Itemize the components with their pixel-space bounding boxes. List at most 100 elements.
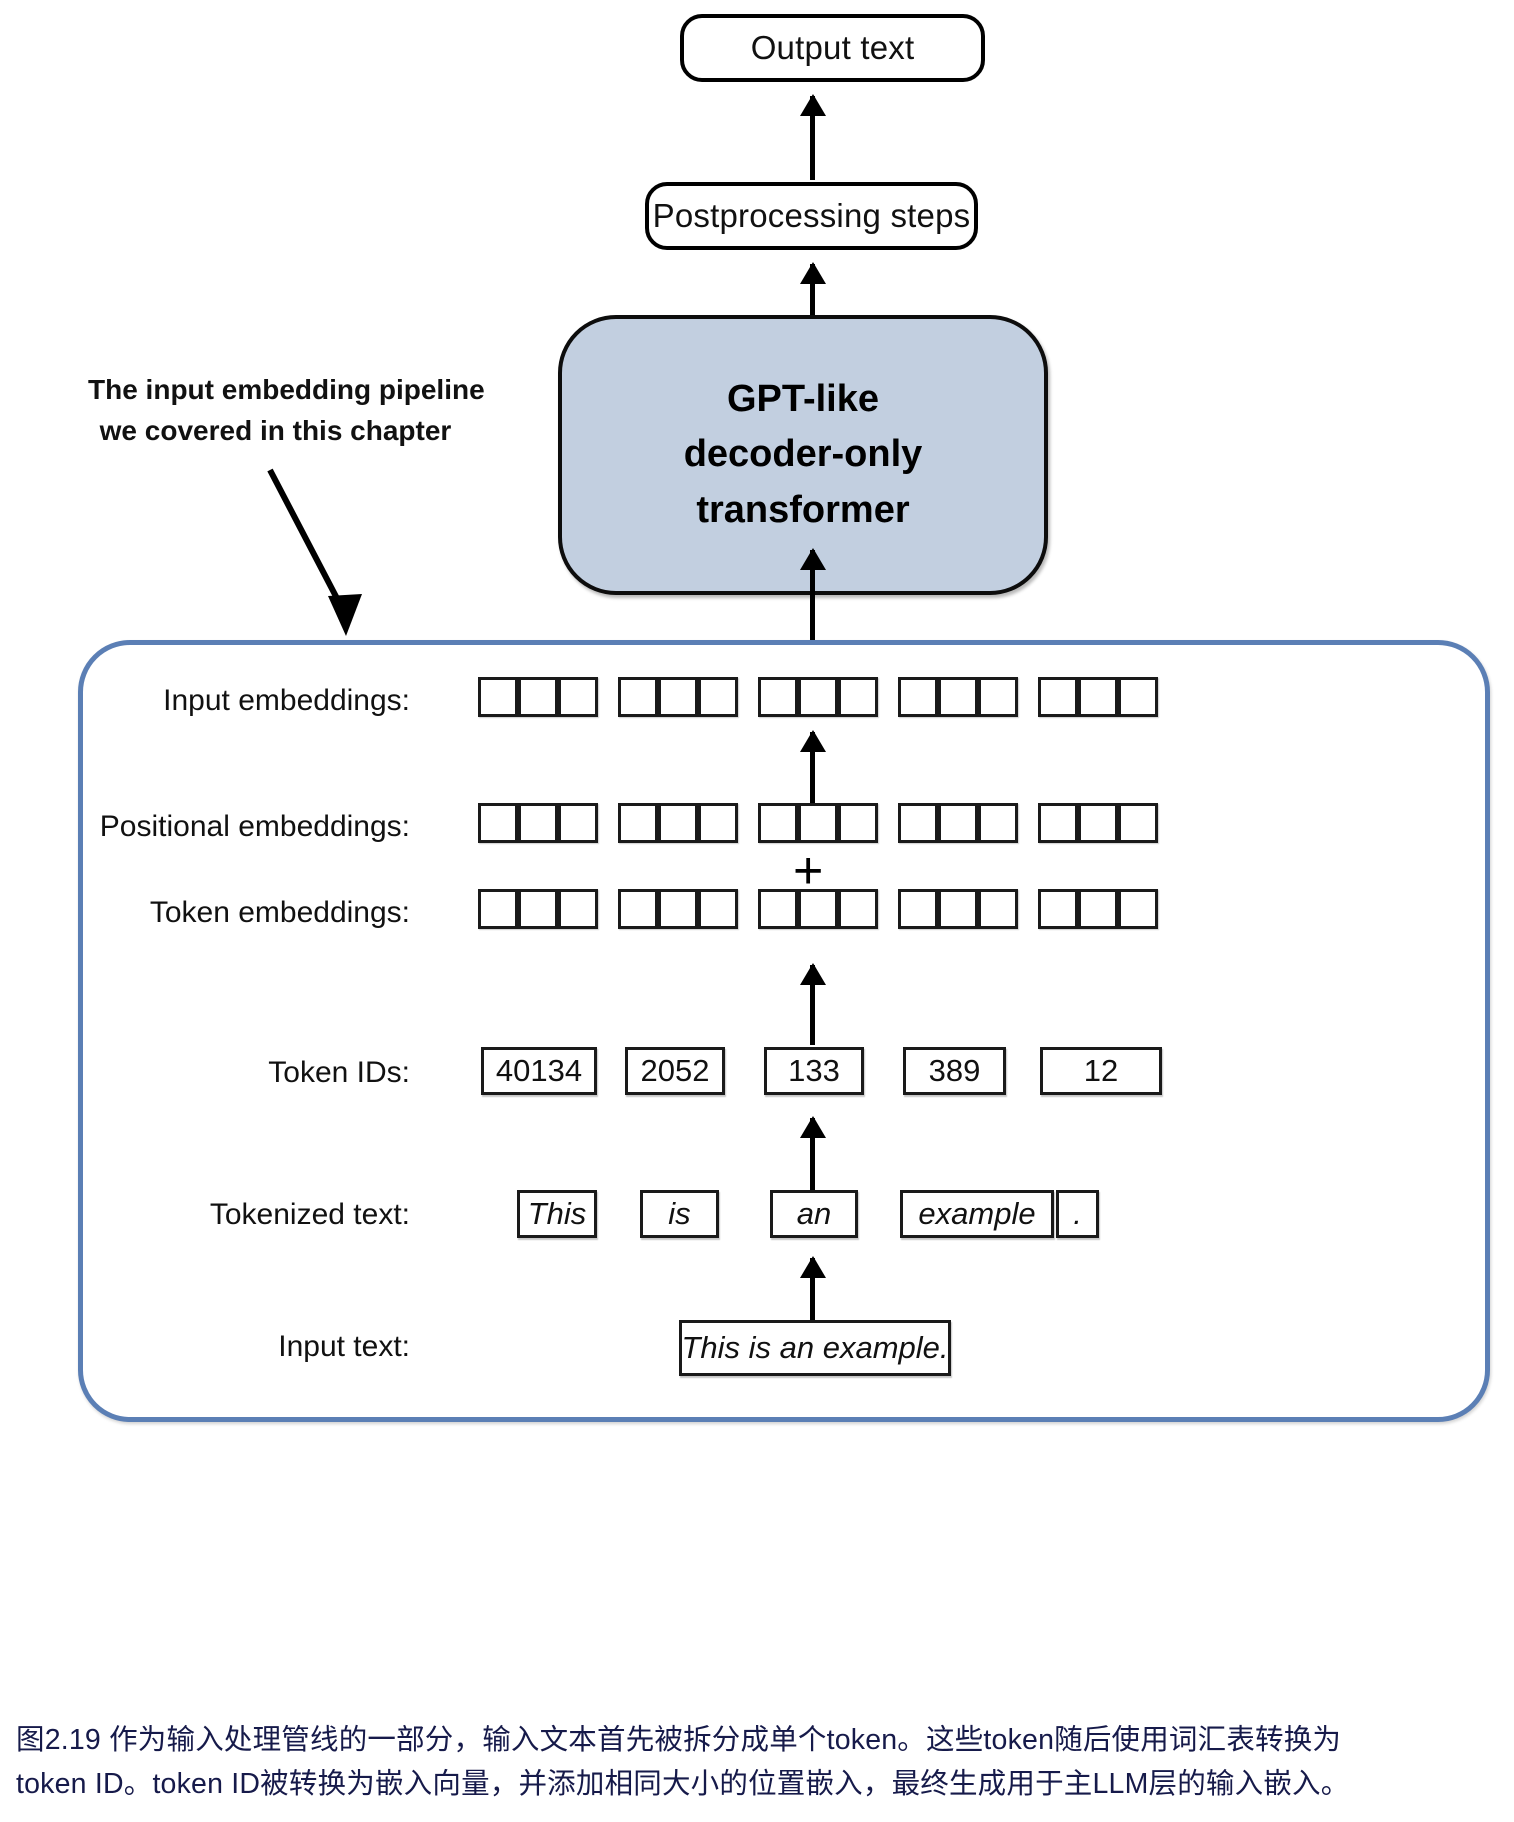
embedding-cell (518, 677, 558, 717)
token-value: an (796, 1196, 832, 1231)
embedding-cell (838, 677, 878, 717)
annotation-arrow-icon (267, 468, 362, 636)
embedding-cell (798, 677, 838, 717)
input-embeddings-group-4 (898, 677, 1018, 717)
token-box-2: is (640, 1190, 719, 1238)
figure-caption-line1: 图2.19 作为输入处理管线的一部分，输入文本首先被拆分成单个token。这些t… (16, 1724, 1342, 1756)
transformer-label-line1: GPT-like (726, 378, 880, 421)
token-embeddings-group-2 (618, 889, 738, 929)
token-embeddings-group-3 (758, 889, 878, 929)
embedding-cell (898, 677, 938, 717)
token-embeddings-group-4 (898, 889, 1018, 929)
postprocessing-steps-label: Postprocessing steps (652, 197, 971, 234)
plus-sign: + (793, 842, 824, 900)
input-embeddings-group-5 (1038, 677, 1158, 717)
input-embeddings-group-2 (618, 677, 738, 717)
embedding-cell (798, 889, 838, 929)
token-id-box-2: 2052 (625, 1047, 725, 1095)
input-text-box: This is an example. (679, 1320, 951, 1376)
embedding-cell (938, 677, 978, 717)
embedding-cell (1118, 677, 1158, 717)
token-box-3: an (770, 1190, 858, 1238)
embedding-cell (1078, 677, 1118, 717)
token-id-value: 2052 (640, 1053, 710, 1088)
token-id-value: 12 (1083, 1053, 1119, 1088)
positional-embeddings-group-1 (478, 803, 598, 843)
embedding-cell (518, 889, 558, 929)
gpt-transformer-block: GPT-like decoder-only transformer (558, 315, 1048, 595)
embedding-cell (558, 803, 598, 843)
positional-embeddings-group-5 (1038, 803, 1158, 843)
token-id-box-5: 12 (1040, 1047, 1162, 1095)
embedding-cell (618, 677, 658, 717)
embedding-cell (978, 803, 1018, 843)
figure-caption: 图2.19 作为输入处理管线的一部分，输入文本首先被拆分成单个token。这些t… (16, 1718, 1506, 1806)
positional-embeddings-group-2 (618, 803, 738, 843)
pipeline-annotation-line1: The input embedding pipeline (88, 374, 485, 405)
row-label-token-embeddings: Token embeddings: (149, 896, 410, 929)
token-embeddings-group-5 (1038, 889, 1158, 929)
embedding-cell (478, 803, 518, 843)
row-label-positional-embeddings: Positional embeddings: (99, 810, 410, 843)
embedding-cell (698, 677, 738, 717)
pipeline-annotation-line2: we covered in this chapter (99, 414, 452, 446)
embedding-cell (618, 889, 658, 929)
row-label-tokenized-text: Tokenized text: (209, 1198, 410, 1231)
embedding-cell (1118, 803, 1158, 843)
embedding-cell (898, 889, 938, 929)
embedding-cell (1038, 889, 1078, 929)
embedding-cell (1078, 803, 1118, 843)
input-embeddings-group-3 (758, 677, 878, 717)
embedding-cell (978, 889, 1018, 929)
embedding-cell (558, 889, 598, 929)
token-id-value: 389 (928, 1053, 981, 1088)
embedding-cell (698, 889, 738, 929)
token-id-value: 40134 (495, 1053, 583, 1088)
token-embeddings-group-1 (478, 889, 598, 929)
token-box-5: . (1056, 1190, 1099, 1238)
input-embeddings-group-1 (478, 677, 598, 717)
token-id-box-4: 389 (903, 1047, 1006, 1095)
embedding-cell (658, 677, 698, 717)
embedding-cell (478, 889, 518, 929)
input-embedding-pipeline-container (78, 640, 1490, 1422)
embedding-cell (1118, 889, 1158, 929)
positional-embeddings-group-3 (758, 803, 878, 843)
embedding-cell (838, 803, 878, 843)
token-id-box-1: 40134 (481, 1047, 597, 1095)
embedding-cell (758, 889, 798, 929)
embedding-cell (478, 677, 518, 717)
token-id-value: 133 (788, 1053, 840, 1088)
token-value: example (918, 1196, 1036, 1231)
embedding-cell (1038, 677, 1078, 717)
embedding-cell (658, 803, 698, 843)
input-text-value: This is an example. (681, 1330, 949, 1365)
embedding-cell (698, 803, 738, 843)
embedding-cell (758, 803, 798, 843)
embedding-cell (1038, 803, 1078, 843)
output-text-box: Output text (680, 14, 985, 82)
token-value: This (527, 1196, 587, 1231)
row-label-input-embeddings: Input embeddings: (163, 684, 410, 717)
embedding-cell (558, 677, 598, 717)
embedding-cell (1078, 889, 1118, 929)
token-id-box-3: 133 (764, 1047, 864, 1095)
token-value: . (1073, 1196, 1082, 1231)
embedding-cell (518, 803, 558, 843)
embedding-cell (938, 803, 978, 843)
embedding-cell (938, 889, 978, 929)
embedding-cell (658, 889, 698, 929)
postprocessing-steps-box: Postprocessing steps (645, 182, 978, 250)
embedding-cell (618, 803, 658, 843)
token-box-1: This (517, 1190, 597, 1238)
pipeline-annotation: The input embedding pipeline we covered … (88, 370, 485, 451)
transformer-label: GPT-like decoder-only transformer (684, 372, 923, 537)
embedding-cell (898, 803, 938, 843)
embedding-cell (758, 677, 798, 717)
positional-embeddings-group-4 (898, 803, 1018, 843)
embedding-cell (838, 889, 878, 929)
transformer-label-line3: transformer (696, 488, 910, 531)
token-box-4: example (900, 1190, 1054, 1238)
output-text-label: Output text (750, 29, 915, 66)
